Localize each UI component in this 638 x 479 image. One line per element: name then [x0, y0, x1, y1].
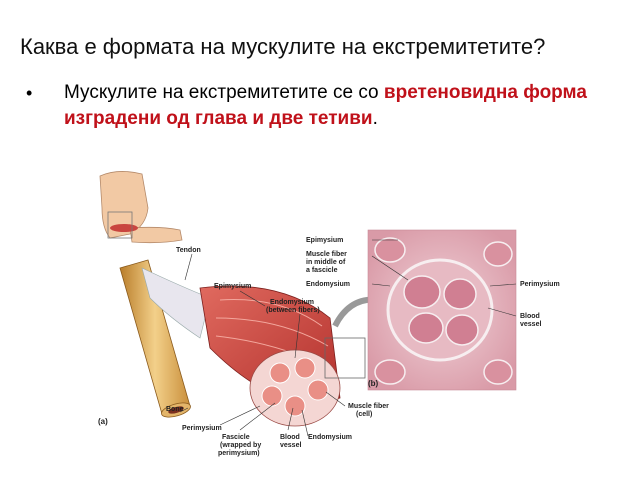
bone-illustration: [119, 259, 191, 418]
label-blood-vessel-b-1: Blood: [520, 313, 540, 320]
label-bone: Bone: [166, 406, 184, 413]
arm-thumbnail: [99, 171, 183, 244]
label-muscle-fiber-cell-1: Muscle fiber: [348, 403, 389, 410]
label-muscle-fiber-mid-3: a fascicle: [306, 267, 338, 274]
label-panel-b: (b): [368, 379, 379, 388]
label-perimysium-b: Perimysium: [520, 281, 560, 288]
label-endomysium-a-2: (between fibers): [266, 307, 320, 314]
label-fascicle-3: perimysium): [218, 450, 260, 457]
label-blood-vessel-b-2: vessel: [520, 321, 541, 328]
muscle-cross-section: [249, 337, 366, 427]
label-perimysium-a: Perimysium: [182, 425, 222, 432]
label-tendon: Tendon: [176, 247, 201, 254]
label-blood-vessel-a-1: Blood: [280, 434, 300, 441]
label-muscle-fiber-cell-2: (cell): [356, 411, 372, 418]
label-endomysium-b: Endomysium: [306, 281, 350, 288]
slide-title: Каква е формата на мускулите на екстреми…: [20, 34, 546, 59]
label-endomysium-a2: Endomysium: [308, 434, 352, 441]
micrograph: [367, 229, 517, 391]
bullet-text-start: Мускулите на екстремитетите се со: [64, 82, 384, 103]
label-fascicle-1: Fascicle: [222, 434, 250, 441]
muscle-structure-figure: Tendon Epimysium Endomysium (between fib…: [98, 171, 560, 457]
label-endomysium-a-1: Endomysium: [270, 299, 314, 306]
bullet-text-end: .: [372, 108, 378, 129]
bullet-marker: •: [26, 83, 33, 103]
bullet-text-highlight: вретеновидна форма изградени од глава и …: [64, 82, 587, 129]
leader-lines: [179, 239, 517, 437]
label-fascicle-2: (wrapped by: [220, 442, 261, 449]
label-epimysium-b: Epimysium: [306, 237, 343, 244]
label-muscle-fiber-mid-1: Muscle fiber: [306, 251, 347, 258]
label-epimysium-a: Epimysium: [214, 283, 251, 290]
label-blood-vessel-a-2: vessel: [280, 442, 301, 449]
label-panel-a: (a): [98, 417, 108, 426]
bullet-text: Мускулите на екстремитетите се со вретен…: [64, 80, 624, 132]
label-muscle-fiber-mid-2: in middle of: [306, 259, 346, 266]
tendon-illustration: [141, 267, 211, 339]
